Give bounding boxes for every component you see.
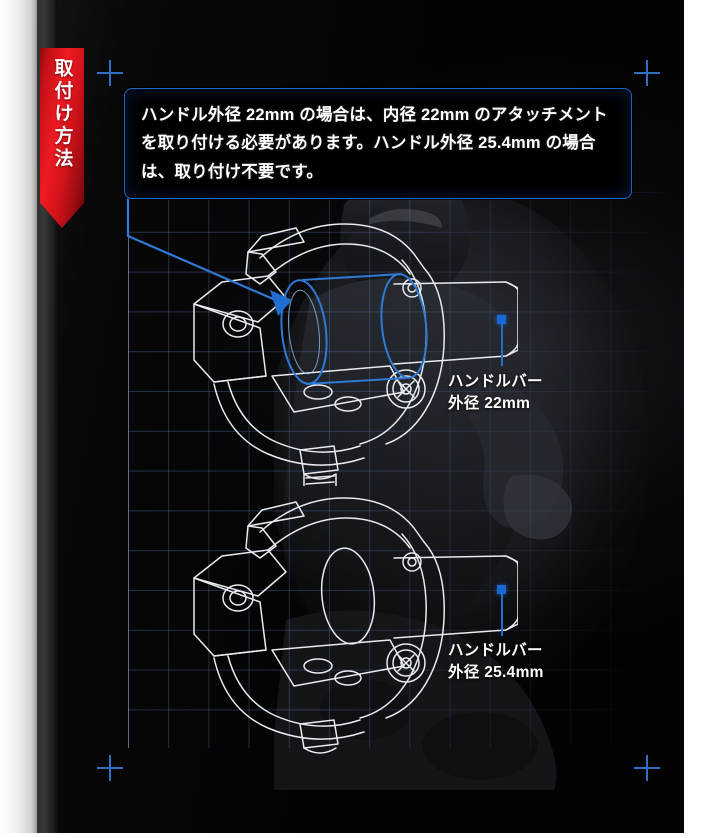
handlebar-label-25mm-text: ハンドルバー 外径 25.4mm bbox=[448, 640, 544, 685]
label-stem-line bbox=[501, 322, 503, 366]
clamp-illustration-with-attachment bbox=[188, 196, 518, 486]
crosshair-icon-top-right bbox=[634, 60, 660, 86]
left-page-edge bbox=[0, 0, 37, 833]
crosshair-icon-bottom-left bbox=[97, 755, 123, 781]
callout-box: ハンドル外径 22mm の場合は、内径 22mm のアタッチメントを取り付ける必… bbox=[124, 88, 632, 200]
dark-panel: 取付け方法 bbox=[0, 0, 684, 833]
label-line-1: ハンドルバー bbox=[448, 642, 543, 659]
callout-text: ハンドル外径 22mm の場合は、内径 22mm のアタッチメントを取り付ける必… bbox=[141, 106, 608, 181]
ribbon-label: 取付け方法 bbox=[51, 58, 73, 171]
motorcycle-rider-background-image bbox=[274, 150, 684, 790]
crosshair-icon-bottom-right bbox=[634, 755, 660, 781]
clamp-illustration-without-attachment bbox=[188, 476, 518, 754]
blue-square-marker-icon bbox=[497, 315, 506, 324]
handlebar-label-22mm-text: ハンドルバー 外径 22mm bbox=[448, 371, 543, 416]
label-line-1: ハンドルバー bbox=[448, 373, 543, 390]
crosshair-icon-top-left bbox=[97, 60, 123, 86]
grid-left-accent-line bbox=[128, 192, 129, 748]
installation-method-ribbon: 取付け方法 bbox=[40, 48, 84, 228]
label-line-2: 外径 25.4mm bbox=[448, 664, 544, 682]
blueprint-grid bbox=[128, 192, 648, 748]
label-stem-line bbox=[501, 592, 503, 636]
blue-square-marker-icon bbox=[497, 585, 506, 594]
label-line-2: 外径 22mm bbox=[448, 395, 531, 413]
